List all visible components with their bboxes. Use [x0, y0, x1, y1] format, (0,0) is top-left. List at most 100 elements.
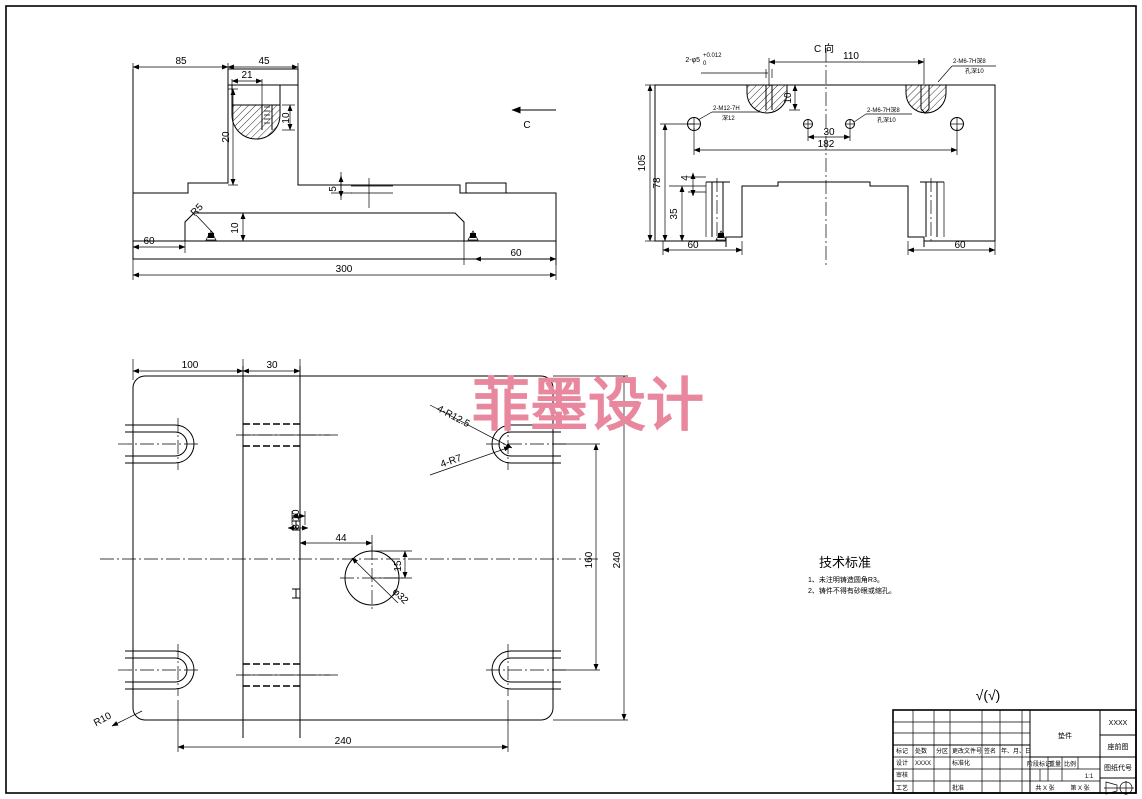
dim-label: 60: [143, 236, 155, 247]
dim-30-plan: 30: [242, 359, 301, 380]
dim-85: 85: [132, 56, 229, 87]
dim-45: 45: [227, 56, 299, 87]
part-name: 垫件: [1058, 731, 1072, 740]
dim-label: 10: [230, 222, 241, 234]
title-block: 标记 处数 分区 更改文件号 签名 年、月、日 设计 XXXX 标准化 审核 工…: [892, 709, 1137, 795]
callout-sub: 孔深10: [877, 116, 896, 124]
dim-label: 300: [336, 264, 353, 275]
dim-110: 110: [768, 51, 925, 86]
scale-label: 比例: [1064, 760, 1076, 768]
dim-label: 30: [266, 360, 278, 371]
dim-182: 182: [693, 128, 958, 155]
dim-15: 15: [374, 550, 412, 579]
dim-60-sec-right: 60: [907, 240, 996, 255]
surface-roughness-icon: √(√): [976, 687, 1001, 703]
callout-sub: 深12: [722, 114, 735, 122]
callout-phi5: 2-φ5 +0.012 0: [685, 53, 773, 78]
dim-label: 85: [175, 56, 187, 67]
dim-label: 240: [612, 551, 623, 568]
dim-label: 160: [584, 551, 595, 568]
role-label: 审核: [896, 771, 908, 779]
dim-300: 300: [132, 259, 557, 280]
dim-44: 44: [299, 533, 373, 551]
dim-240-horizontal: 240: [177, 700, 509, 752]
callout-main: 2-M12-7H: [713, 106, 740, 112]
rev-header: 签名: [984, 747, 996, 755]
front-elevation-view: 85 45 21 10 20: [132, 56, 557, 280]
dim-label: 5: [328, 186, 339, 192]
dim-label: 78: [652, 177, 663, 189]
dim-60-right: 60: [463, 230, 557, 265]
dim-label: 100: [182, 360, 199, 371]
dim-label: 4: [680, 175, 691, 181]
dim-label: 15: [393, 560, 404, 572]
dim-label: 4-R12.5: [435, 404, 472, 431]
callout-tol-lower: 0: [703, 61, 707, 67]
section-view-c: C 向: [637, 42, 996, 265]
dim-20: 20: [221, 88, 238, 186]
radius-4-R7: 4-R7: [429, 446, 511, 476]
dim-label: φ32: [390, 586, 411, 607]
role-name: XXXX: [915, 761, 931, 767]
company-name: XXXX: [1109, 720, 1128, 727]
radius-R5: R5: [189, 202, 215, 235]
dim-label: 60: [510, 248, 522, 259]
drawing-title: 座前图: [1108, 742, 1129, 751]
role-mid: 标准化: [952, 759, 970, 767]
dim-label: 21: [241, 70, 253, 81]
rev-header: 分区: [936, 747, 948, 755]
dim-5: 5: [328, 172, 393, 208]
surface-finish-symbol: √(√): [976, 687, 1001, 703]
dim-label: 20: [221, 131, 232, 143]
dim-60-left: 60: [132, 230, 217, 253]
callout-main: 2-M6-7H深8: [953, 57, 986, 65]
dim-105: 105: [637, 84, 655, 242]
watermark-text: 菲墨设计: [472, 371, 704, 439]
note-item: 1、未注明铸造圆角R3。: [808, 575, 884, 584]
dim-label: 182: [818, 139, 835, 150]
dim-60-sec-left: 60: [662, 230, 743, 255]
scale-value: 1:1: [1085, 774, 1094, 780]
dim-10-step: 10: [228, 212, 248, 242]
dim-label: 8: [291, 524, 302, 530]
dim-30: 30: [807, 127, 851, 141]
view-arrow-c: C: [511, 106, 556, 131]
weight-label: 重量: [1049, 760, 1061, 768]
dim-100: 100: [132, 359, 244, 380]
projection-symbol: [1104, 781, 1134, 795]
dim-78: 78: [652, 123, 694, 242]
dim-35: 35: [669, 185, 706, 242]
role-label: 设计: [896, 759, 908, 767]
dim-label: R10: [92, 710, 114, 729]
dim-label: 10: [291, 509, 302, 521]
dim-21: 21: [231, 70, 263, 106]
callout-m6-top: 2-M6-7H深8 孔深10: [937, 57, 996, 83]
callout-main: 2-φ5: [685, 57, 700, 64]
plan-top-view: 100 30 10 8 44 15: [92, 359, 628, 752]
sheet-count-left: 共 X 张: [1035, 784, 1054, 792]
dim-160: 160: [553, 443, 600, 671]
dim-10-8: 10 8: [287, 509, 309, 531]
technical-notes: 技术标准 1、未注明铸造圆角R3。 2、铸件不得有砂眼或缩孔。: [808, 555, 896, 595]
dim-label: 10: [783, 92, 794, 104]
dim-label: 105: [637, 154, 648, 171]
callout-m12: 2-M12-7H 深12: [697, 106, 760, 122]
dim-10-section: 10: [783, 84, 800, 111]
dim-label: 60: [687, 240, 699, 251]
dim-label: 45: [258, 56, 270, 67]
note-item: 2、铸件不得有砂眼或缩孔。: [808, 586, 896, 595]
role-label: 工艺: [896, 784, 908, 792]
role-mid: 批准: [952, 784, 964, 792]
rev-header: 处数: [915, 747, 927, 755]
dim-label: 110: [843, 51, 859, 62]
dim-label: 60: [954, 240, 966, 251]
dim-10-pocket: 10: [281, 104, 295, 131]
dim-label: 44: [335, 533, 347, 544]
sheet-count-right: 第 X 张: [1070, 784, 1089, 792]
dim-4: 4: [680, 172, 706, 197]
stage-label: 阶段标记: [1027, 760, 1051, 768]
rev-header: 更改文件号: [952, 747, 982, 755]
dim-label: 10: [281, 112, 292, 124]
